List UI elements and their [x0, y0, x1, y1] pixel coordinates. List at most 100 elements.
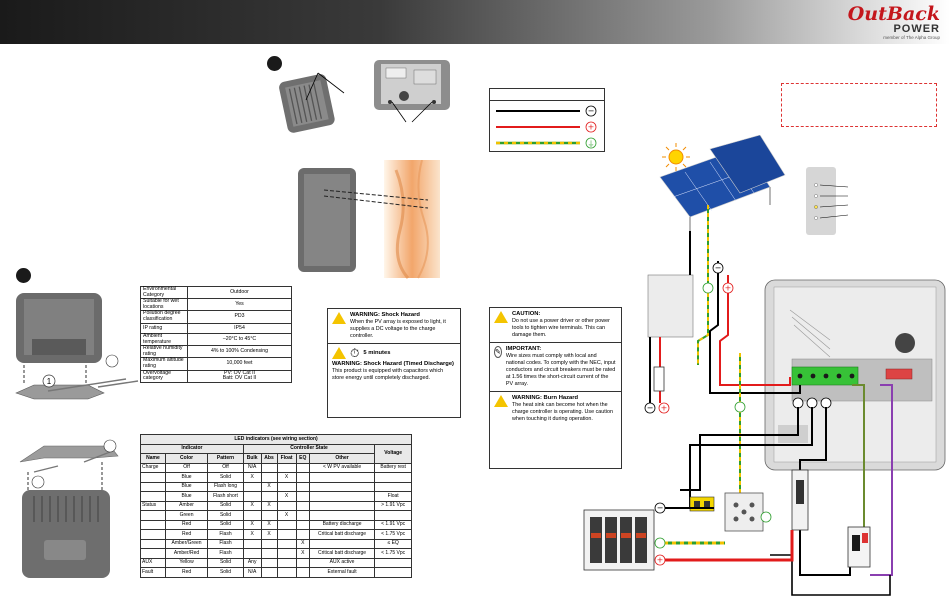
- led-cell: [260, 538, 278, 549]
- callout-1: 1: [47, 377, 52, 386]
- led-cell: [276, 567, 297, 578]
- led-cell: Float: [374, 491, 412, 502]
- important-title: IMPORTANT:: [505, 346, 542, 352]
- led-cell: Critical batt discharge: [308, 548, 376, 559]
- led-cell: [276, 500, 297, 511]
- battery-positive-terminal: +: [657, 556, 664, 565]
- led-cell: < 1.75 Vpc: [374, 548, 412, 559]
- led-cell: [295, 529, 310, 540]
- led-cell: Critical batt discharge: [308, 529, 376, 540]
- led-cell: Yellow: [164, 557, 209, 568]
- controller-ground-terminal: [734, 401, 746, 413]
- led-cell: [295, 462, 310, 473]
- led-cell: Solid: [207, 472, 244, 483]
- led-cell: < 1.91 Vpc: [374, 519, 412, 530]
- led-cell: [308, 472, 376, 483]
- led-cell: X: [260, 500, 278, 511]
- led-cell: X: [260, 481, 278, 492]
- combiner-box: [647, 274, 694, 338]
- led-cell: [242, 481, 262, 492]
- led-cell: X: [276, 491, 297, 502]
- led-cell: Red: [164, 519, 209, 530]
- led-column-header: Other: [308, 453, 376, 464]
- led-cell: [374, 481, 412, 492]
- spec-value: Yes: [187, 298, 292, 312]
- pv-breaker: [653, 366, 665, 392]
- led-cell: [374, 567, 412, 578]
- wire-legend-lines: − + ⏚: [496, 105, 597, 149]
- step-badge-b: [16, 268, 31, 283]
- led-cell: Off: [207, 462, 244, 473]
- led-cell: AUX: [140, 557, 166, 568]
- spec-label: Suitable for wet locations: [140, 298, 188, 312]
- spec-value: Outdoor: [187, 285, 292, 300]
- led-cell: [295, 491, 310, 502]
- led-cell: Solid: [207, 510, 244, 521]
- logo-brand-bottom: POWER: [893, 23, 940, 35]
- bracket-install-illustration: 1: [15, 293, 139, 400]
- led-cell: [260, 472, 278, 483]
- led-cell: ≤ EQ: [374, 538, 412, 549]
- led-cell: [260, 491, 278, 502]
- led-cell: [276, 548, 297, 559]
- led-cell: Amber/Green: [164, 538, 209, 549]
- led-cell: [295, 481, 310, 492]
- led-cell: [242, 491, 262, 502]
- led-cell: X: [276, 510, 297, 521]
- led-cell: < W PV available: [308, 462, 376, 473]
- led-cell: [276, 538, 297, 549]
- led-cell: [295, 557, 310, 568]
- step-badge-a: [267, 56, 282, 71]
- led-column-header: Color: [164, 453, 209, 464]
- led-cell: [140, 519, 166, 530]
- led-cell: Solid: [207, 519, 244, 530]
- wire-legend: − + ⏚: [489, 88, 605, 152]
- led-cell: X: [276, 472, 297, 483]
- led-cell: [295, 519, 310, 530]
- led-cell: Any: [242, 557, 262, 568]
- spec-label: Overvoltage category: [140, 369, 188, 383]
- logo-brand-top: OutBack: [847, 3, 940, 25]
- legend-ground-symbol: ⏚: [588, 140, 595, 148]
- led-column-header: Bulk: [242, 453, 262, 464]
- led-cell: [295, 500, 310, 511]
- led-cell: Off: [164, 462, 209, 473]
- led-cell: Amber/Red: [164, 548, 209, 559]
- spec-label: Maximum altitude rating: [140, 357, 188, 371]
- led-cell: [276, 481, 297, 492]
- led-column-header: Abs: [260, 453, 278, 464]
- led-panel: [806, 167, 836, 235]
- led-cell: [260, 567, 278, 578]
- controller-open-illustration: [374, 60, 450, 123]
- led-cell: X: [260, 529, 278, 540]
- led-cell: [242, 548, 262, 559]
- led-cell: [140, 529, 166, 540]
- led-cell: > 1.91 Vpc: [374, 500, 412, 511]
- note-box: [781, 83, 937, 127]
- led-cell: [260, 548, 278, 559]
- led-cell: Blue: [164, 481, 209, 492]
- led-cell: [308, 481, 376, 492]
- led-column-header: Name: [140, 453, 166, 464]
- legend-positive-symbol: +: [588, 123, 595, 132]
- led-cell: Flash: [207, 529, 244, 540]
- led-cell: Red: [164, 567, 209, 578]
- led-indicator-table: LED indicators (see wiring section) Indi…: [140, 434, 412, 578]
- led-cell: X: [242, 519, 262, 530]
- led-cell: Red: [164, 529, 209, 540]
- led-cell: [140, 472, 166, 483]
- led-cell: [308, 538, 376, 549]
- spec-value: –20°C to 45°C: [187, 333, 292, 347]
- led-cell: [260, 557, 278, 568]
- caution-box: CAUTION: Do not use a power driver or ot…: [489, 307, 622, 469]
- led-cell: Blue: [164, 472, 209, 483]
